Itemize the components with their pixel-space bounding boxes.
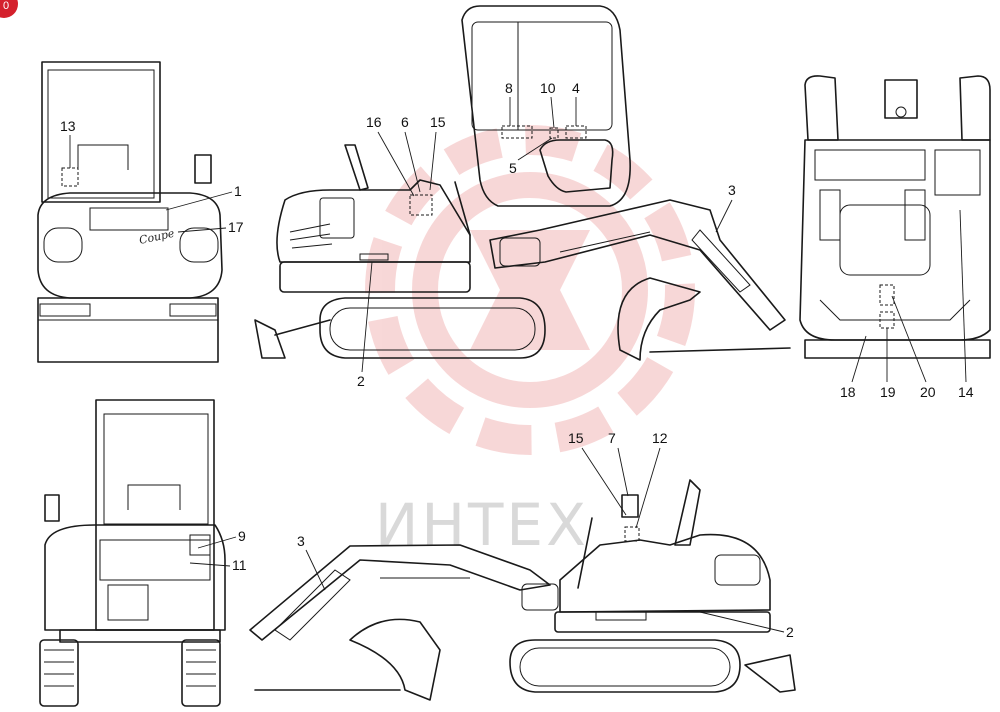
svg-text:15: 15 — [568, 430, 584, 446]
left-side-view-machine — [254, 5, 791, 361]
svg-text:12: 12 — [652, 430, 668, 446]
watermark-text: ИНТЕХ — [375, 491, 589, 559]
svg-text:5: 5 — [509, 160, 517, 176]
watermark-gear-logo — [365, 125, 695, 455]
svg-text:11: 11 — [232, 557, 247, 573]
left-side-view-callouts: 16 6 15 8 10 4 5 3 2 — [357, 80, 736, 389]
front-view-callouts: 18 19 20 14 — [840, 209, 974, 400]
svg-text:6: 6 — [401, 114, 409, 130]
open-rear-view-callouts: 9 11 — [189, 528, 247, 573]
svg-text:1: 1 — [234, 183, 242, 199]
svg-text:18: 18 — [840, 384, 856, 400]
right-side-view-machine — [249, 479, 796, 701]
svg-text:4: 4 — [572, 80, 580, 96]
svg-text:16: 16 — [366, 114, 382, 130]
svg-text:17: 17 — [228, 219, 244, 235]
rear-view-callouts: 13 1 17 — [60, 118, 244, 235]
svg-text:13: 13 — [60, 118, 76, 134]
svg-text:20: 20 — [920, 384, 936, 400]
right-side-view-callouts: 15 7 12 3 2 — [297, 430, 794, 640]
front-view-machine — [799, 75, 991, 359]
open-rear-view-machine — [39, 399, 226, 707]
rear-view-machine: Coupe — [37, 61, 223, 363]
svg-text:2: 2 — [357, 373, 365, 389]
corner-badge: 0 — [0, 0, 18, 18]
svg-text:0: 0 — [3, 0, 9, 12]
svg-text:19: 19 — [880, 384, 896, 400]
svg-text:10: 10 — [540, 80, 556, 96]
svg-text:7: 7 — [608, 430, 616, 446]
svg-text:15: 15 — [430, 114, 446, 130]
svg-text:9: 9 — [238, 528, 246, 544]
svg-text:3: 3 — [297, 533, 305, 549]
svg-text:2: 2 — [786, 624, 794, 640]
svg-text:3: 3 — [728, 182, 736, 198]
svg-text:8: 8 — [505, 80, 513, 96]
svg-text:14: 14 — [958, 384, 974, 400]
